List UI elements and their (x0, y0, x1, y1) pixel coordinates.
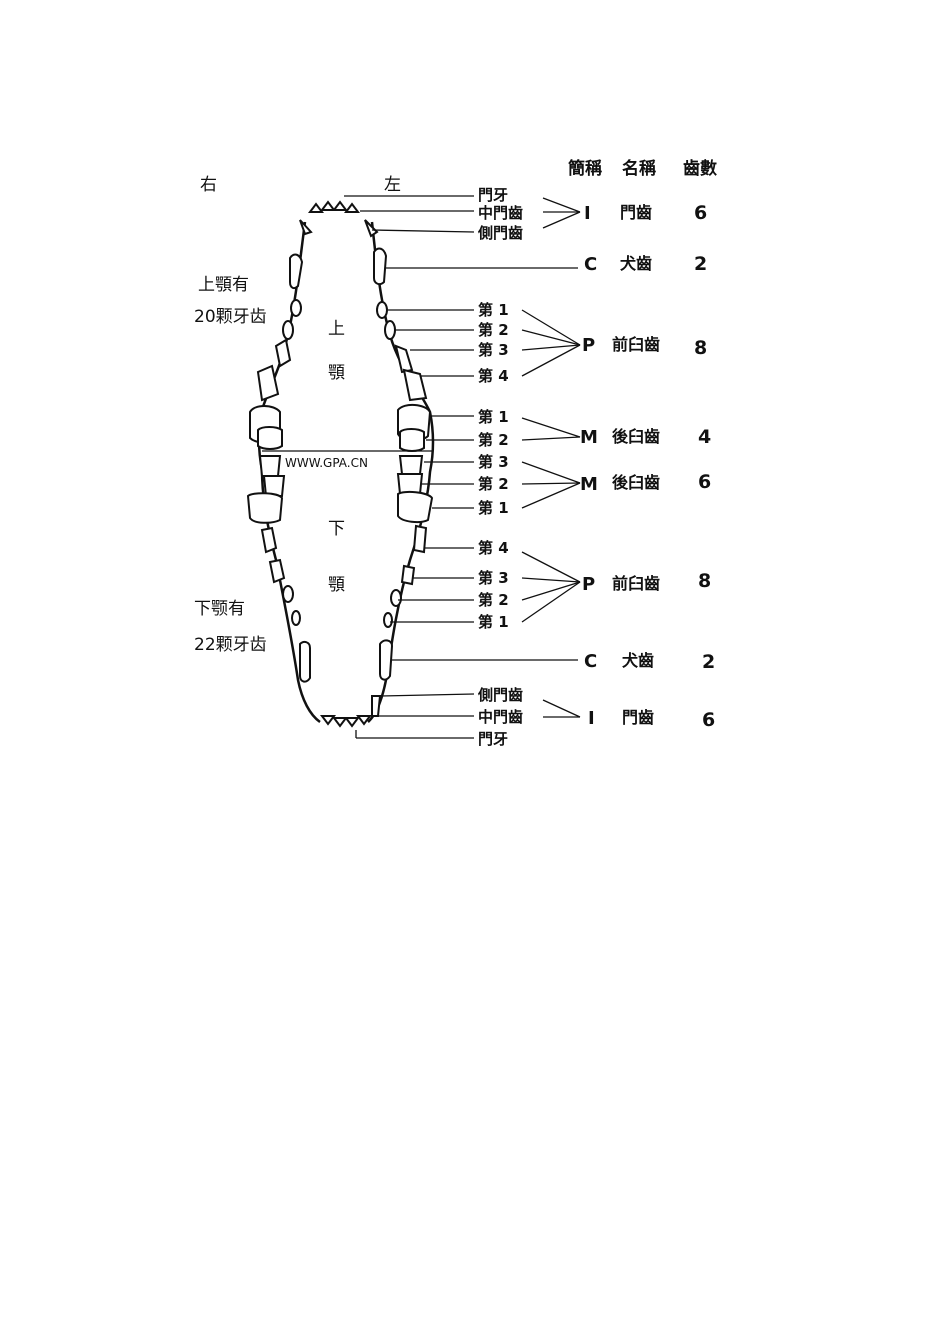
group-abbr: P (582, 574, 595, 595)
label-upper-lateral-incisor: 側門齒 (477, 224, 523, 242)
label-lower-p3: 第 3 (478, 569, 509, 587)
header-count: 齒數 (683, 158, 717, 179)
upper-jaw-label-2: 顎 (328, 363, 345, 383)
group-count: 6 (698, 471, 711, 493)
group-name: 犬齒 (620, 254, 652, 273)
label-upper-m2: 第 2 (478, 431, 509, 449)
group-name: 門齒 (620, 203, 652, 222)
group-count: 8 (694, 337, 707, 359)
label-lower-p2: 第 2 (478, 591, 509, 609)
group-abbr: I (588, 708, 595, 729)
teeth (246, 200, 434, 728)
group-abbr: M (580, 474, 598, 495)
group-abbr: C (584, 254, 597, 275)
label-upper-incisor-group: 門牙 (478, 186, 508, 204)
lower-jaw-label: 下 (328, 519, 345, 539)
upper-count-note-2: 20颗牙齿 (194, 307, 267, 327)
group-name: 後臼齒 (612, 473, 660, 492)
header-abbr: 簡稱 (567, 158, 602, 179)
group-count: 4 (698, 426, 711, 448)
label-upper-m1: 第 1 (478, 408, 509, 426)
label-lower-p4: 第 4 (478, 539, 509, 557)
upper-jaw-label: 上 (328, 319, 345, 339)
group-row-7: C 犬齒 2 (584, 651, 715, 673)
group-name: 門齒 (622, 708, 654, 727)
group-abbr: C (584, 651, 597, 672)
label-lower-central-incisor: 中門齒 (478, 708, 523, 726)
group-name: 前臼齒 (612, 335, 660, 354)
group-name: 後臼齒 (612, 427, 660, 446)
group-row-3: P 前臼齒 8 (582, 335, 707, 359)
group-row-5: M 後臼齒 6 (580, 471, 711, 495)
group-count: 2 (694, 253, 707, 275)
side-right-label: 右 (200, 175, 217, 195)
label-upper-p2: 第 2 (478, 321, 509, 339)
group-row-4: M 後臼齒 4 (580, 426, 711, 448)
upper-count-note: 上顎有 (198, 275, 249, 295)
group-abbr: I (584, 203, 591, 224)
group-row-1: I 門齒 6 (584, 202, 707, 224)
side-left-label: 左 (384, 175, 401, 195)
label-upper-p1: 第 1 (478, 301, 509, 319)
label-upper-p3: 第 3 (478, 341, 509, 359)
group-abbr: P (582, 335, 595, 356)
group-abbr: M (580, 427, 598, 448)
lower-count-note-2: 22颗牙齿 (194, 635, 267, 655)
lower-count-note: 下颚有 (194, 599, 245, 619)
label-lower-incisor-group: 門牙 (478, 730, 508, 748)
group-count: 6 (702, 709, 715, 731)
group-fan-lines (521, 197, 581, 718)
leader-lines (344, 195, 578, 739)
group-row-8: I 門齒 6 (588, 708, 715, 731)
label-lower-lateral-incisor: 側門齒 (477, 686, 523, 704)
group-count: 6 (694, 202, 707, 224)
label-lower-p1: 第 1 (478, 613, 509, 631)
group-name: 前臼齒 (612, 574, 660, 593)
group-row-2: C 犬齒 2 (584, 253, 707, 275)
watermark: WWW.GPA.CN (285, 456, 368, 470)
lower-jaw-label-2: 顎 (328, 575, 345, 595)
label-upper-p4: 第 4 (478, 367, 509, 385)
label-lower-m2: 第 2 (478, 475, 509, 493)
label-upper-central-incisor: 中門齒 (478, 204, 523, 222)
group-name: 犬齒 (622, 651, 654, 670)
label-lower-m1: 第 1 (478, 499, 509, 517)
group-count: 8 (698, 570, 711, 592)
header-name: 名稱 (622, 158, 656, 179)
group-row-6: P 前臼齒 8 (582, 570, 711, 595)
label-lower-m3: 第 3 (478, 453, 509, 471)
group-count: 2 (702, 651, 715, 673)
